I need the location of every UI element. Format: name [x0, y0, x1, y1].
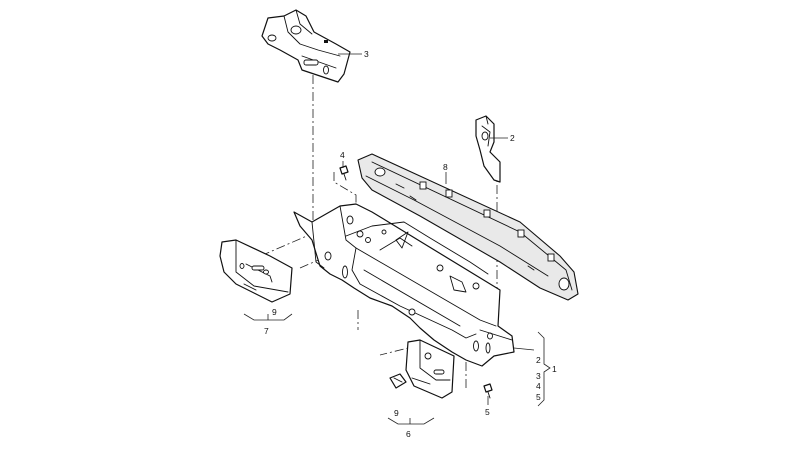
part-clip[interactable] [389, 373, 407, 389]
callout-9-lower: 9 [394, 408, 399, 418]
callout-3-upper: 3 [364, 49, 369, 59]
callout-group-4: 4 [536, 381, 541, 391]
screw-upper[interactable] [339, 165, 349, 181]
part-reinforcement-beam[interactable] [357, 153, 579, 301]
callout-6: 6 [406, 429, 411, 439]
callout-2-upper: 2 [510, 133, 515, 143]
callout-group-3: 3 [536, 371, 541, 381]
part-lower-bracket[interactable] [405, 339, 455, 399]
callout-9-left: 9 [272, 307, 277, 317]
callout-7: 7 [264, 326, 269, 336]
callout-5-lower: 5 [485, 407, 490, 417]
callout-labels: 3 2 4 8 9 7 9 6 5 1 2 3 4 5 [264, 49, 557, 439]
part-left-bracket[interactable] [219, 239, 293, 303]
callout-1: 1 [552, 364, 557, 374]
screw-lower[interactable] [483, 383, 493, 399]
callout-8: 8 [443, 162, 448, 172]
part-rear-panel[interactable] [293, 203, 515, 367]
callout-group-5: 5 [536, 392, 541, 402]
callout-group-2: 2 [536, 355, 541, 365]
callout-4-upper: 4 [340, 150, 345, 160]
leader-lines [243, 53, 551, 425]
part-bracket-upper[interactable] [261, 9, 351, 83]
part-side-bracket[interactable] [475, 115, 501, 183]
